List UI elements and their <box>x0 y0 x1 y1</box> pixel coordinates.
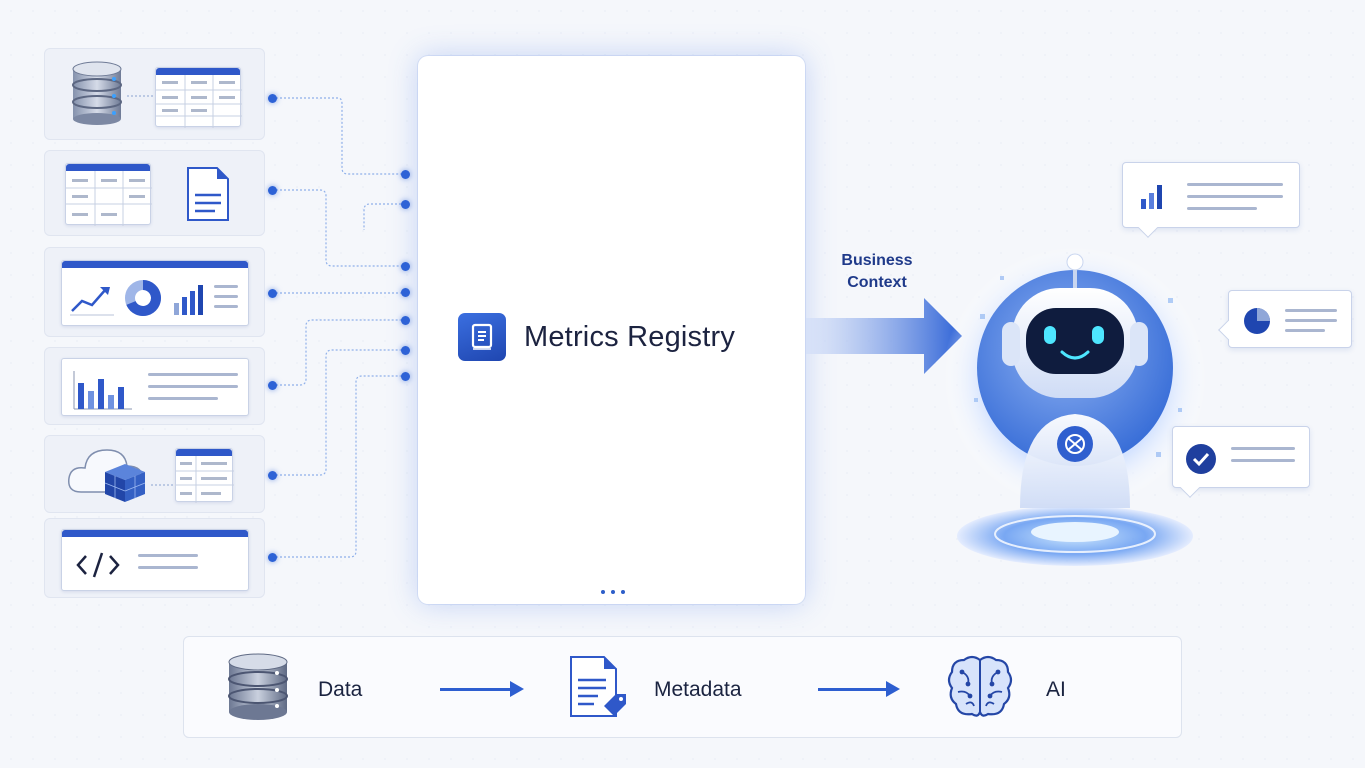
database-icon <box>228 653 288 720</box>
connector-dot <box>401 346 410 355</box>
tagged-document-icon <box>570 656 626 717</box>
connector-arrow <box>151 484 173 486</box>
connector-arrow <box>127 95 153 97</box>
document-icon <box>187 167 229 221</box>
business-context-line: Context <box>847 274 907 291</box>
connector-dot <box>401 170 410 179</box>
connector-dot <box>268 471 277 480</box>
pipeline-step-data: Data <box>318 678 363 701</box>
connector-dot <box>401 372 410 381</box>
connector-dot <box>401 316 410 325</box>
flow-arrow-icon <box>806 298 962 374</box>
registry-title: Metrics Registry <box>524 320 736 353</box>
connector-dot <box>268 94 277 103</box>
database-icon <box>72 61 122 125</box>
pipeline-arrow <box>440 681 524 697</box>
robot-icon <box>943 246 1207 566</box>
connector-dot <box>401 200 410 209</box>
cloud-warehouse-source <box>44 435 265 513</box>
bar-chart-icon <box>174 285 203 315</box>
pipeline-step-ai: AI <box>1046 678 1066 701</box>
insight-bubble <box>1218 290 1352 348</box>
more-indicator <box>601 590 625 594</box>
donut-chart-icon <box>125 280 161 316</box>
line-chart-icon <box>70 287 114 316</box>
brain-icon <box>947 655 1013 717</box>
connector-dot <box>268 289 277 298</box>
registry-header: Metrics Registry <box>458 313 735 361</box>
cube-icon <box>104 464 146 502</box>
table-icon <box>175 448 234 503</box>
connector-dot <box>401 288 410 297</box>
database-table-source <box>44 48 265 140</box>
pipeline-step-metadata: Metadata <box>654 678 742 701</box>
bar-chart-report-source <box>44 347 265 425</box>
insight-bubble <box>1122 162 1300 238</box>
pie-chart-icon <box>1244 308 1270 334</box>
dashboard-panel <box>61 260 249 326</box>
pipeline-arrow <box>818 681 900 697</box>
report-panel <box>61 358 249 416</box>
code-source <box>44 518 265 598</box>
code-panel <box>61 529 249 591</box>
connector-dot <box>401 262 410 271</box>
connector-dot <box>268 186 277 195</box>
connector-dot <box>268 381 277 390</box>
connector-dot <box>268 553 277 562</box>
dashboard-source <box>44 247 265 337</box>
spreadsheet-document-source <box>44 150 265 236</box>
code-icon <box>76 552 120 578</box>
insight-bubble <box>1172 426 1310 498</box>
bar-chart-icon <box>73 371 132 410</box>
business-context-label: Business Context <box>816 250 938 294</box>
book-icon <box>458 313 506 361</box>
bar-chart-icon <box>1141 185 1162 209</box>
checkmark-icon <box>1186 444 1216 474</box>
business-context-line: Business <box>841 252 913 269</box>
table-icon <box>65 163 152 226</box>
pipeline-bar <box>183 636 1182 738</box>
table-icon <box>155 67 242 128</box>
